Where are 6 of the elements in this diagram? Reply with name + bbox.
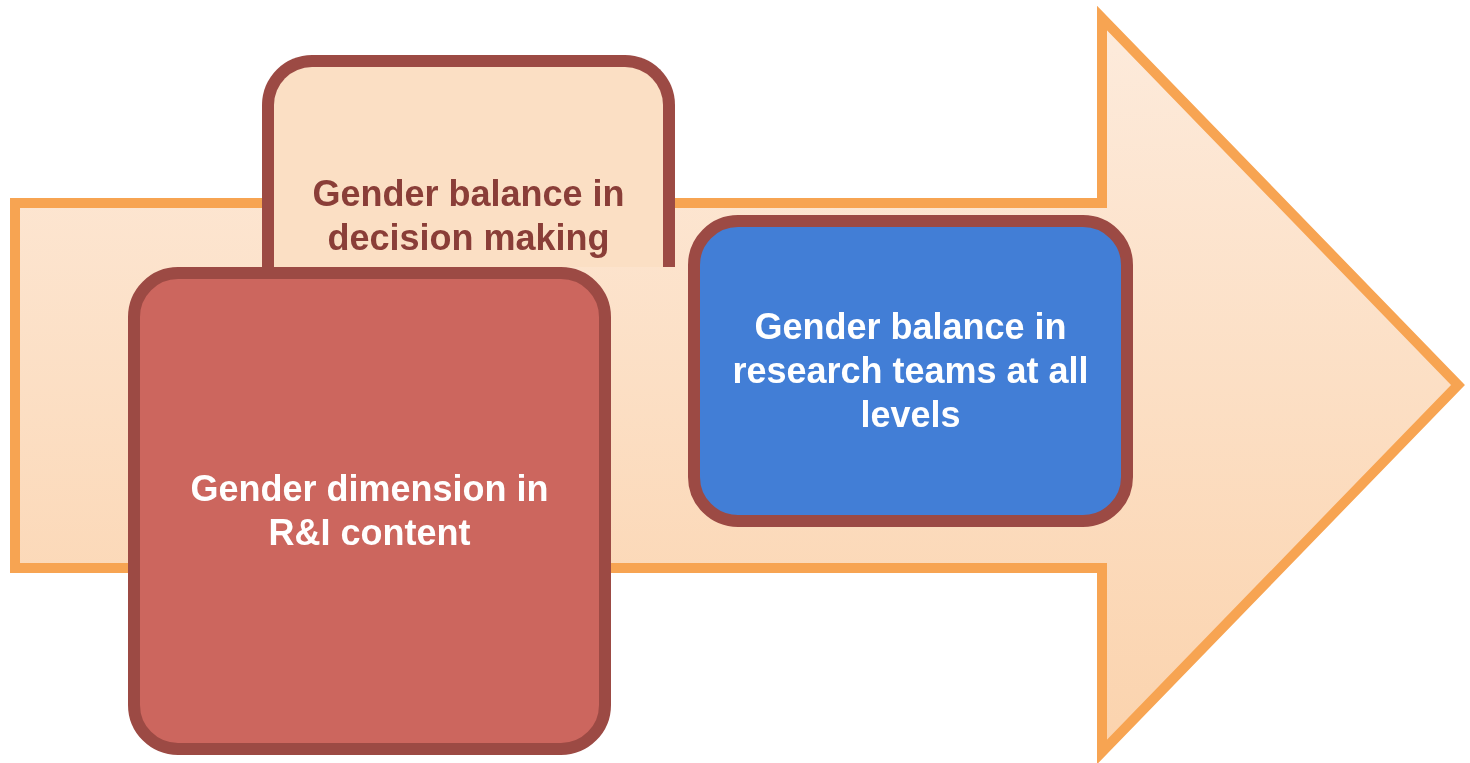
box-label: Gender balance in decision making <box>311 172 626 260</box>
rounded-box <box>262 55 675 267</box>
box-label: Gender balance in research teams at all levels <box>731 305 1090 437</box>
rounded-box <box>128 267 611 755</box>
box-label: Gender dimension in R&I content <box>189 467 550 555</box>
rounded-box <box>688 215 1133 527</box>
